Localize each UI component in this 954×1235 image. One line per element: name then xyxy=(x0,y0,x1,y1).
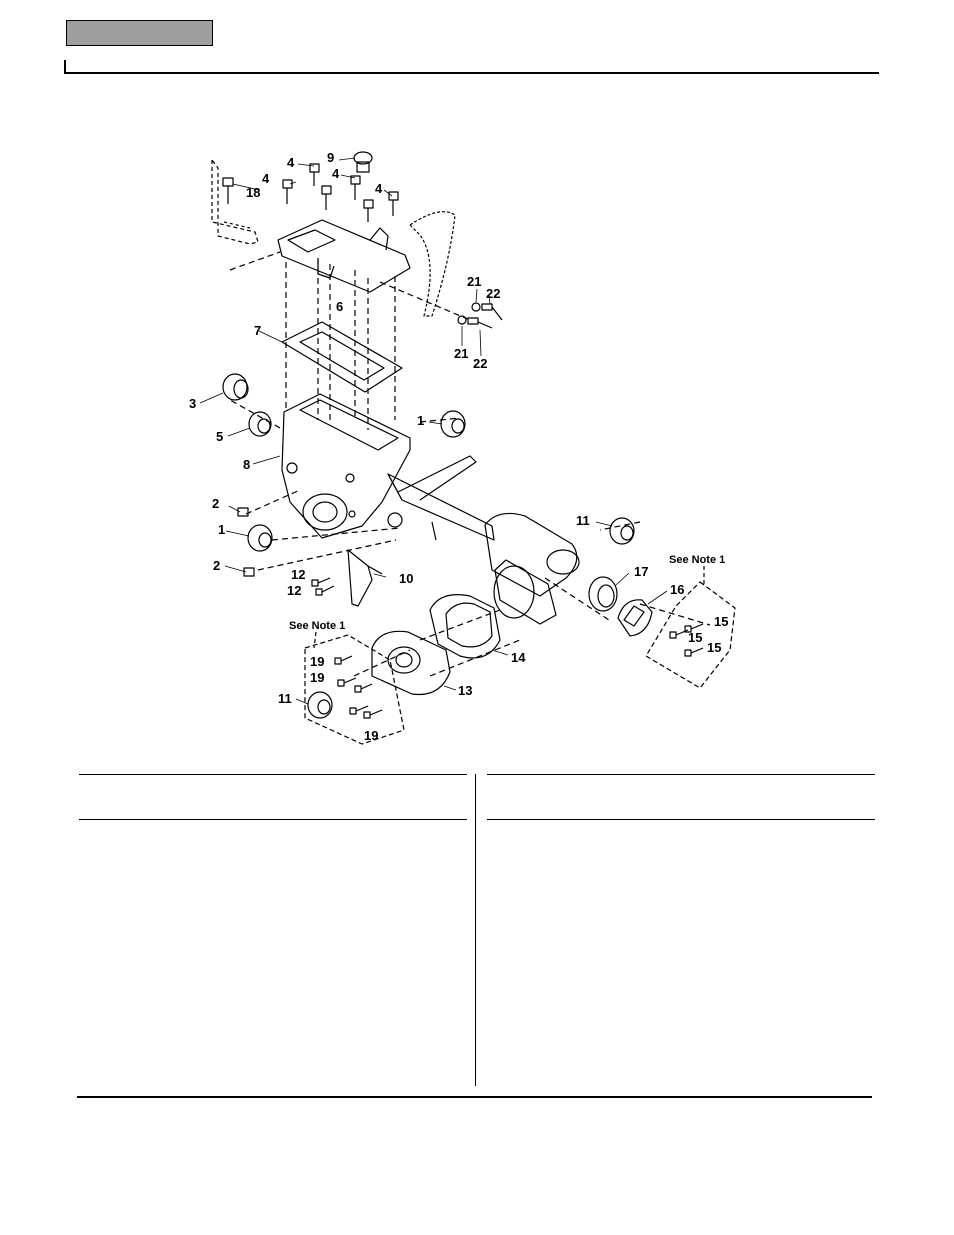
bolt-4d xyxy=(350,175,361,200)
callout-4c: 4 xyxy=(332,166,340,181)
end-cap-16 xyxy=(617,599,653,637)
seal-5 xyxy=(248,411,272,437)
callout-21a: 21 xyxy=(467,274,481,289)
bracket-10 xyxy=(347,549,373,607)
worm-housing xyxy=(484,512,578,597)
callout-11b: 11 xyxy=(278,691,292,706)
note-box-left xyxy=(304,634,405,745)
callout-8: 8 xyxy=(243,457,250,472)
callout-12a: 12 xyxy=(291,567,305,582)
callout-15b: 15 xyxy=(688,630,702,645)
tube-bracket xyxy=(397,455,477,501)
gasket xyxy=(281,321,403,393)
bolt-4b xyxy=(309,163,320,186)
screws-12 xyxy=(311,577,335,596)
hardware-21-22-upper xyxy=(471,302,503,321)
callout-5: 5 xyxy=(216,429,223,444)
callout-19a: 19 xyxy=(310,654,324,669)
footer-rule xyxy=(77,1096,872,1098)
callout-14: 14 xyxy=(511,650,526,665)
cover-plate xyxy=(277,219,411,293)
seal-3 xyxy=(222,373,249,401)
right-table-top-rule xyxy=(487,774,875,775)
flange-hub xyxy=(371,630,451,696)
callout-22b: 22 xyxy=(473,356,487,371)
callout-18: 18 xyxy=(246,185,260,200)
callout-16: 16 xyxy=(670,582,684,597)
gasket-ring xyxy=(429,594,501,659)
callout-17: 17 xyxy=(634,564,648,579)
callout-2b: 2 xyxy=(213,558,220,573)
callout-2a: 2 xyxy=(212,496,219,511)
screws-15 xyxy=(669,623,704,657)
plug-2-lower xyxy=(243,567,255,577)
bolt-18 xyxy=(222,177,234,204)
cover-plate-tab xyxy=(369,227,389,251)
callout-4a: 4 xyxy=(287,155,295,170)
worm-cover-barrel xyxy=(494,559,557,625)
handle-bracket-outline xyxy=(211,159,259,245)
bearing-1-lower xyxy=(247,524,273,552)
note-label-right: See Note 1 xyxy=(669,554,725,566)
seal-11-right xyxy=(609,517,635,545)
callout-7: 7 xyxy=(254,323,261,338)
callout-4d: 4 xyxy=(375,181,383,196)
thrust-washer-17 xyxy=(588,576,618,612)
header-tick xyxy=(64,60,66,74)
callout-1b: 1 xyxy=(218,522,225,537)
callout-3: 3 xyxy=(189,396,196,411)
callout-9: 9 xyxy=(327,150,334,165)
housing-bore xyxy=(302,493,348,531)
header-tab xyxy=(66,20,213,46)
header-rule xyxy=(64,72,879,74)
tine-shield xyxy=(409,211,456,317)
callout-4b: 4 xyxy=(262,171,270,186)
seal-11-left xyxy=(307,691,333,719)
note-box-right xyxy=(645,581,736,689)
left-table-header-rule xyxy=(79,819,467,820)
callout-13: 13 xyxy=(458,683,472,698)
left-table-top-rule xyxy=(79,774,467,775)
callout-12b: 12 xyxy=(287,583,301,598)
callout-19b: 19 xyxy=(310,670,324,685)
callout-15a: 15 xyxy=(714,614,728,629)
exploded-parts-diagram: 9 4 4 4 4 18 6 7 21 22 21 22 3 5 1 8 2 1… xyxy=(189,150,736,745)
column-divider xyxy=(475,774,476,1086)
callout-10: 10 xyxy=(399,571,413,586)
bolt-4f xyxy=(388,191,399,216)
note-label-left: See Note 1 xyxy=(289,620,345,632)
bolt-4c xyxy=(321,185,332,210)
gearbox-housing xyxy=(281,393,411,539)
plug-2-upper xyxy=(237,507,249,517)
callout-6: 6 xyxy=(336,299,343,314)
callout-21b: 21 xyxy=(454,346,468,361)
callout-22a: 22 xyxy=(486,286,500,301)
bearing-1-upper xyxy=(440,410,466,438)
right-table-header-rule xyxy=(487,819,875,820)
callout-11a: 11 xyxy=(576,513,590,528)
hardware-21-22-lower xyxy=(457,315,493,329)
callout-1a: 1 xyxy=(417,413,424,428)
axle-tube xyxy=(387,473,495,541)
callout-15c: 15 xyxy=(707,640,721,655)
callout-19c: 19 xyxy=(364,728,378,743)
bolt-4e xyxy=(363,199,374,222)
bolt-4a xyxy=(282,179,293,204)
cover-plate-bump xyxy=(287,229,336,253)
handle-bracket-inner xyxy=(223,221,251,229)
cover-plate-ear xyxy=(317,260,335,279)
screws-19 xyxy=(334,655,383,719)
bolt-9 xyxy=(353,151,373,173)
